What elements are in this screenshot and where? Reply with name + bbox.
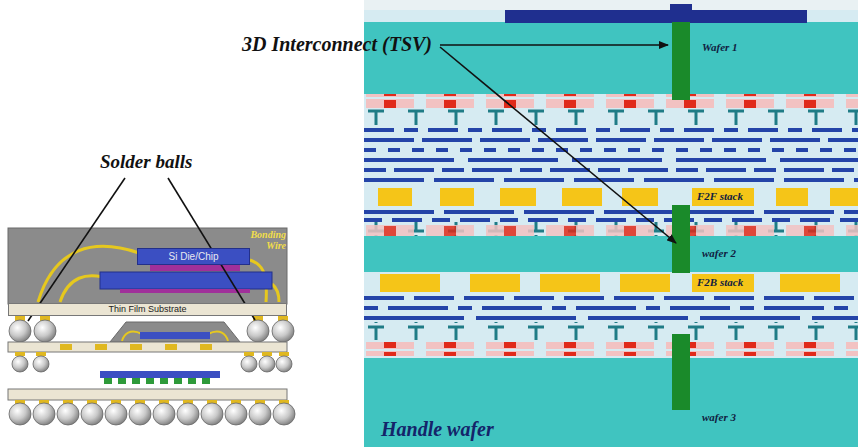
box-text: Si Die/Chip: [168, 252, 218, 262]
layer-label: wafer 3: [702, 412, 736, 424]
panel-label: Handle wafer: [381, 419, 494, 440]
box-text: Thin Film Substrate: [108, 305, 186, 314]
part-label: Bonding Wire: [244, 230, 286, 251]
callout-label: 3D Interconnect (TSV): [242, 34, 432, 55]
substrate-bar: Thin Film Substrate: [8, 303, 287, 316]
chip-box: Si Die/Chip: [137, 248, 250, 265]
package-stack: [8, 178, 295, 425]
layer-label: F2F stack: [697, 191, 743, 203]
wafer-stack: [364, 0, 858, 447]
part-label: Solder balls: [100, 152, 192, 172]
layer-label: F2B stack: [697, 277, 743, 289]
layer-label: wafer 2: [702, 248, 736, 260]
layer-label: Wafer 1: [702, 42, 738, 54]
